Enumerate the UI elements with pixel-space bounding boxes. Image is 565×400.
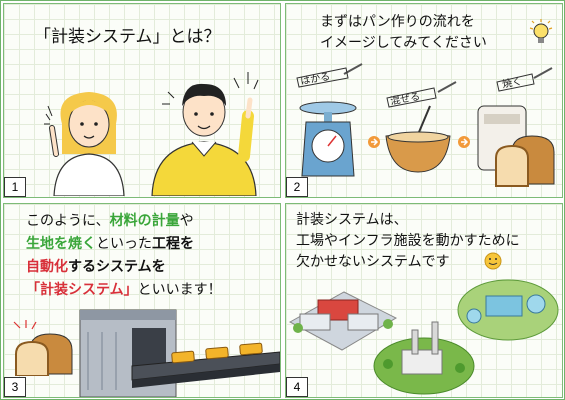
- panel-1-title: 「計装システム」とは？: [34, 27, 221, 47]
- factory-conveyor-illustration: [79, 309, 280, 397]
- panel-2-caption: まずはパン作りの流れを イメージしてみてください: [320, 12, 487, 54]
- arrow-right-icon: [458, 136, 470, 148]
- mixing-bowl-illustration: [385, 105, 451, 173]
- panel-3-caption: このように、材料の計量や 生地を焼くといった工程を 自動化するシステムを 「計装…: [26, 210, 222, 302]
- caption-line: イメージしてみてください: [320, 35, 487, 51]
- panel-number: 4: [286, 377, 308, 397]
- panel-1: 「計装システム」とは？ 1: [3, 3, 281, 198]
- highlight-red: 自動化: [26, 259, 68, 275]
- caption-line: 「計装システム」といいます！: [26, 279, 222, 302]
- highlight-red: 」: [123, 282, 138, 298]
- text-span: や: [179, 213, 194, 229]
- woman-illustration: [44, 92, 125, 196]
- arrow-right-icon: [368, 136, 380, 148]
- highlight-green: 材料の計量: [109, 213, 180, 229]
- caption-line: 自動化するシステムを: [26, 256, 222, 279]
- industrial-plant-illustration: [288, 291, 398, 351]
- text-span: このように、: [26, 213, 110, 229]
- bread-maker-illustration: [477, 105, 555, 187]
- panel-3: このように、材料の計量や 生地を焼くといった工程を 自動化するシステムを 「計装…: [3, 203, 281, 398]
- highlight-red: 「: [26, 282, 40, 298]
- highlight-red: 計装システム: [40, 282, 124, 298]
- caption-line: 生地を焼くといった工程を: [26, 233, 222, 256]
- panel-number: 3: [4, 377, 26, 397]
- lightbulb-icon: [529, 19, 553, 43]
- panel-4-caption: 計装システムは、 工場やインフラ施設を動かすために 欠かせないシステムです: [296, 210, 520, 273]
- tag-outline: [386, 87, 437, 108]
- text-span: といいます！: [137, 282, 222, 298]
- tag-outline: [296, 67, 349, 88]
- caption-line: このように、材料の計量や: [26, 210, 222, 233]
- bread-loaf-illustration: [13, 320, 73, 376]
- pencil-icon: [437, 81, 457, 93]
- highlight-green: 生地を焼く: [26, 236, 96, 252]
- text-span: といった: [96, 236, 152, 252]
- pencil-icon: [533, 67, 553, 79]
- panel-4: 計装システムは、 工場やインフラ施設を動かすために 欠かせないシステムです 4: [285, 203, 563, 398]
- panel-2: まずはパン作りの流れを イメージしてみてください はかる 混ぜる 焼く 2: [285, 3, 563, 198]
- caption-line: 欠かせないシステムです: [296, 254, 450, 270]
- caption-line: まずはパン作りの流れを: [320, 14, 475, 30]
- man-illustration: [151, 72, 259, 196]
- bold-text: するシステムを: [68, 259, 166, 275]
- bold-text: 工程を: [152, 236, 194, 252]
- smiley-icon: [484, 252, 502, 270]
- caption-line: 工場やインフラ施設を動かすために: [296, 233, 520, 249]
- tag-outline: [496, 73, 535, 92]
- panel-number: 2: [286, 177, 308, 197]
- power-plant-illustration: [373, 321, 475, 395]
- scale-illustration: [299, 101, 357, 177]
- panel-number: 1: [4, 177, 26, 197]
- water-treatment-illustration: [457, 279, 559, 341]
- caption-line: 計装システムは、: [296, 212, 408, 228]
